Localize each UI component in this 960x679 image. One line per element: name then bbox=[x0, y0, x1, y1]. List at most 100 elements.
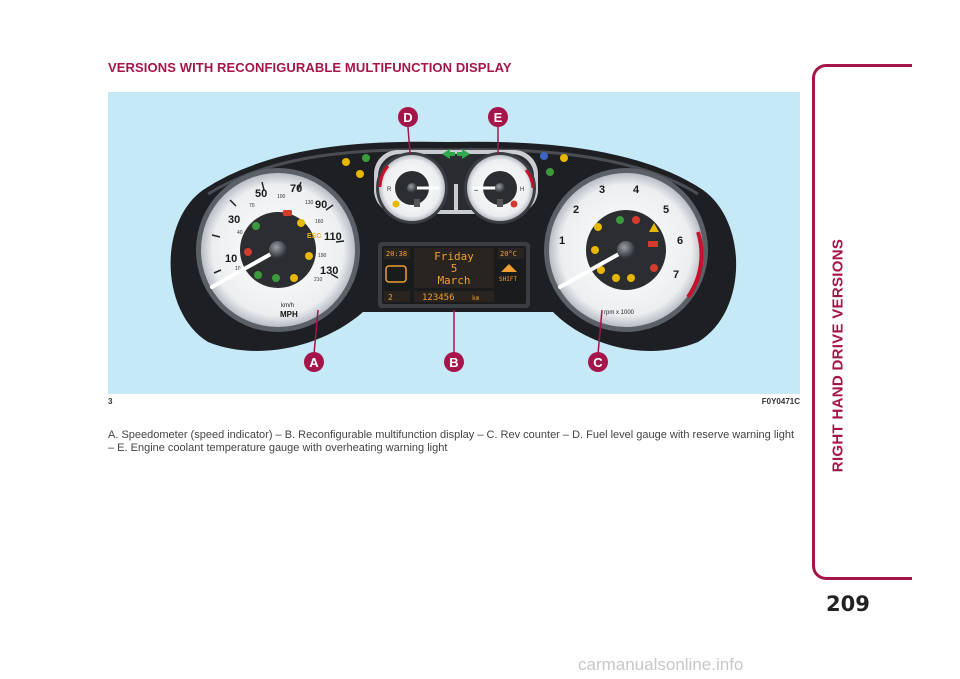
speedometer-needle bbox=[210, 248, 280, 289]
display-day: Friday bbox=[434, 250, 474, 263]
callout-a: A bbox=[304, 352, 324, 372]
kmh-tick-label: 210 bbox=[314, 277, 323, 283]
speedometer-hub bbox=[269, 241, 287, 259]
turn-right-icon-stem bbox=[457, 152, 462, 156]
kmh-tick-label: 70 bbox=[249, 203, 255, 209]
mph-tick-label: 30 bbox=[228, 214, 240, 226]
abs-warning-icon bbox=[297, 219, 305, 227]
turn-left-icon bbox=[442, 149, 450, 159]
overheating-warning-icon bbox=[510, 200, 518, 208]
rear-window-icon bbox=[356, 170, 364, 178]
temperature-gauge: C H bbox=[472, 183, 524, 208]
general-warning-icon bbox=[649, 223, 659, 232]
coolant-icon bbox=[497, 199, 503, 207]
mph-tick-label: 130 bbox=[320, 265, 338, 277]
mph-tick-label: 110 bbox=[324, 231, 342, 243]
display-shift-label: SHIFT bbox=[499, 276, 517, 283]
callout-a-label: A bbox=[309, 355, 319, 370]
brake-warning-icon bbox=[244, 248, 252, 256]
callout-b-label: B bbox=[449, 355, 458, 370]
kmh-tick-label: 130 bbox=[305, 200, 314, 206]
callout-c-label: C bbox=[593, 355, 603, 370]
airbag-warning-icon bbox=[283, 210, 292, 216]
display-date: 5 bbox=[451, 262, 458, 275]
rear-fog-icon bbox=[560, 154, 568, 162]
rpm-tick-label: 3 bbox=[599, 184, 605, 196]
battery-icon bbox=[648, 241, 658, 247]
rpm-tick-label: 2 bbox=[573, 204, 579, 216]
figure-number: 3 bbox=[108, 397, 113, 406]
fuel-empty-label: R bbox=[387, 187, 392, 193]
rpm-tick-label: 1 bbox=[559, 235, 565, 247]
kmh-tick-label: 190 bbox=[318, 253, 327, 259]
callout-d-label: D bbox=[403, 110, 412, 125]
dipped-beam-icon bbox=[362, 154, 370, 162]
kmh-tick-label: 100 bbox=[277, 194, 286, 200]
rev-counter-hub bbox=[617, 241, 635, 259]
main-beam-icon bbox=[540, 152, 548, 160]
washer-fluid-icon bbox=[342, 158, 350, 166]
fog-light-icon bbox=[612, 274, 620, 282]
display-gear: 2 bbox=[388, 293, 393, 302]
rpm-tick-label: 5 bbox=[663, 204, 669, 216]
callout-e-label: E bbox=[494, 110, 503, 125]
rev-counter-needle bbox=[558, 248, 628, 289]
mph-tick-label: 90 bbox=[315, 199, 327, 211]
display-time: 20:38 bbox=[386, 250, 407, 258]
kmh-tick-label: 40 bbox=[237, 230, 243, 236]
fuel-reserve-icon bbox=[305, 252, 313, 260]
mph-tick-label: 70 bbox=[290, 183, 302, 195]
turn-right-icon bbox=[462, 149, 470, 159]
multifunction-display: 20:38 20°C Friday 5 March SHIFT 2 123456… bbox=[378, 242, 530, 308]
display-month: March bbox=[437, 274, 470, 287]
turn-left-icon-stem bbox=[450, 152, 455, 156]
glow-plug-icon bbox=[594, 223, 602, 231]
seatbelt-warning-icon bbox=[632, 216, 640, 224]
display-outside-temp: 20°C bbox=[500, 250, 517, 258]
small-gauges-housing bbox=[374, 150, 538, 224]
watermark: carmanualsonline.info bbox=[578, 655, 744, 674]
unit-mph: MPH bbox=[280, 310, 298, 319]
fuel-full-label: F bbox=[427, 187, 431, 193]
cruise-control-icon bbox=[252, 222, 260, 230]
callout-d: D bbox=[398, 107, 418, 127]
rpm-tick-label: 4 bbox=[633, 184, 640, 196]
kmh-tick-label: 160 bbox=[315, 219, 324, 225]
mph-tick-label: 50 bbox=[255, 188, 267, 200]
callout-b: B bbox=[444, 352, 464, 372]
temp-cold-label: C bbox=[474, 187, 479, 193]
gear-shift-up-icon bbox=[501, 264, 517, 272]
callout-e: E bbox=[488, 107, 508, 127]
figure-code: F0Y0471C bbox=[761, 397, 800, 406]
seatbelt-icon bbox=[616, 216, 624, 224]
temperature-hub bbox=[495, 183, 505, 193]
parking-icon bbox=[272, 274, 280, 282]
fuel-reserve-warning-icon bbox=[392, 200, 400, 208]
mph-tick-label: 10 bbox=[225, 253, 237, 265]
display-odometer-unit: km bbox=[472, 295, 480, 302]
instrument-panel-figure: 10 30 50 70 90 110 130 10 40 70 100 130 … bbox=[108, 92, 800, 394]
chapter-tab bbox=[812, 64, 912, 580]
fuel-pump-icon bbox=[414, 199, 420, 207]
rpm-tick-label: 7 bbox=[673, 269, 679, 281]
rpm-unit: rpm x 1000 bbox=[604, 310, 635, 316]
section-title: VERSIONS WITH RECONFIGURABLE MULTIFUNCTI… bbox=[108, 60, 512, 75]
page-number: 209 bbox=[826, 592, 870, 616]
oil-pressure-icon bbox=[650, 264, 658, 272]
chapter-label: RIGHT HAND DRIVE VERSIONS bbox=[829, 238, 847, 473]
speedometer: 10 30 50 70 90 110 130 10 40 70 100 130 … bbox=[196, 168, 360, 332]
fuel-gauge: R F bbox=[387, 183, 440, 208]
door-open-icon bbox=[385, 265, 407, 283]
figure-caption: A. Speedometer (speed indicator) – B. Re… bbox=[108, 429, 795, 454]
callout-c: C bbox=[588, 352, 608, 372]
lights-icon bbox=[254, 271, 262, 279]
temp-hot-label: H bbox=[520, 187, 524, 193]
fuel-hub bbox=[407, 183, 417, 193]
tyre-pressure-icon bbox=[591, 246, 599, 254]
front-fog-icon bbox=[546, 168, 554, 176]
kmh-tick-label: 10 bbox=[235, 266, 241, 272]
engine-check-icon bbox=[290, 274, 298, 282]
dpf-icon bbox=[627, 274, 635, 282]
display-odometer: 123456 bbox=[422, 293, 455, 303]
esc-label: ESC bbox=[307, 233, 321, 240]
